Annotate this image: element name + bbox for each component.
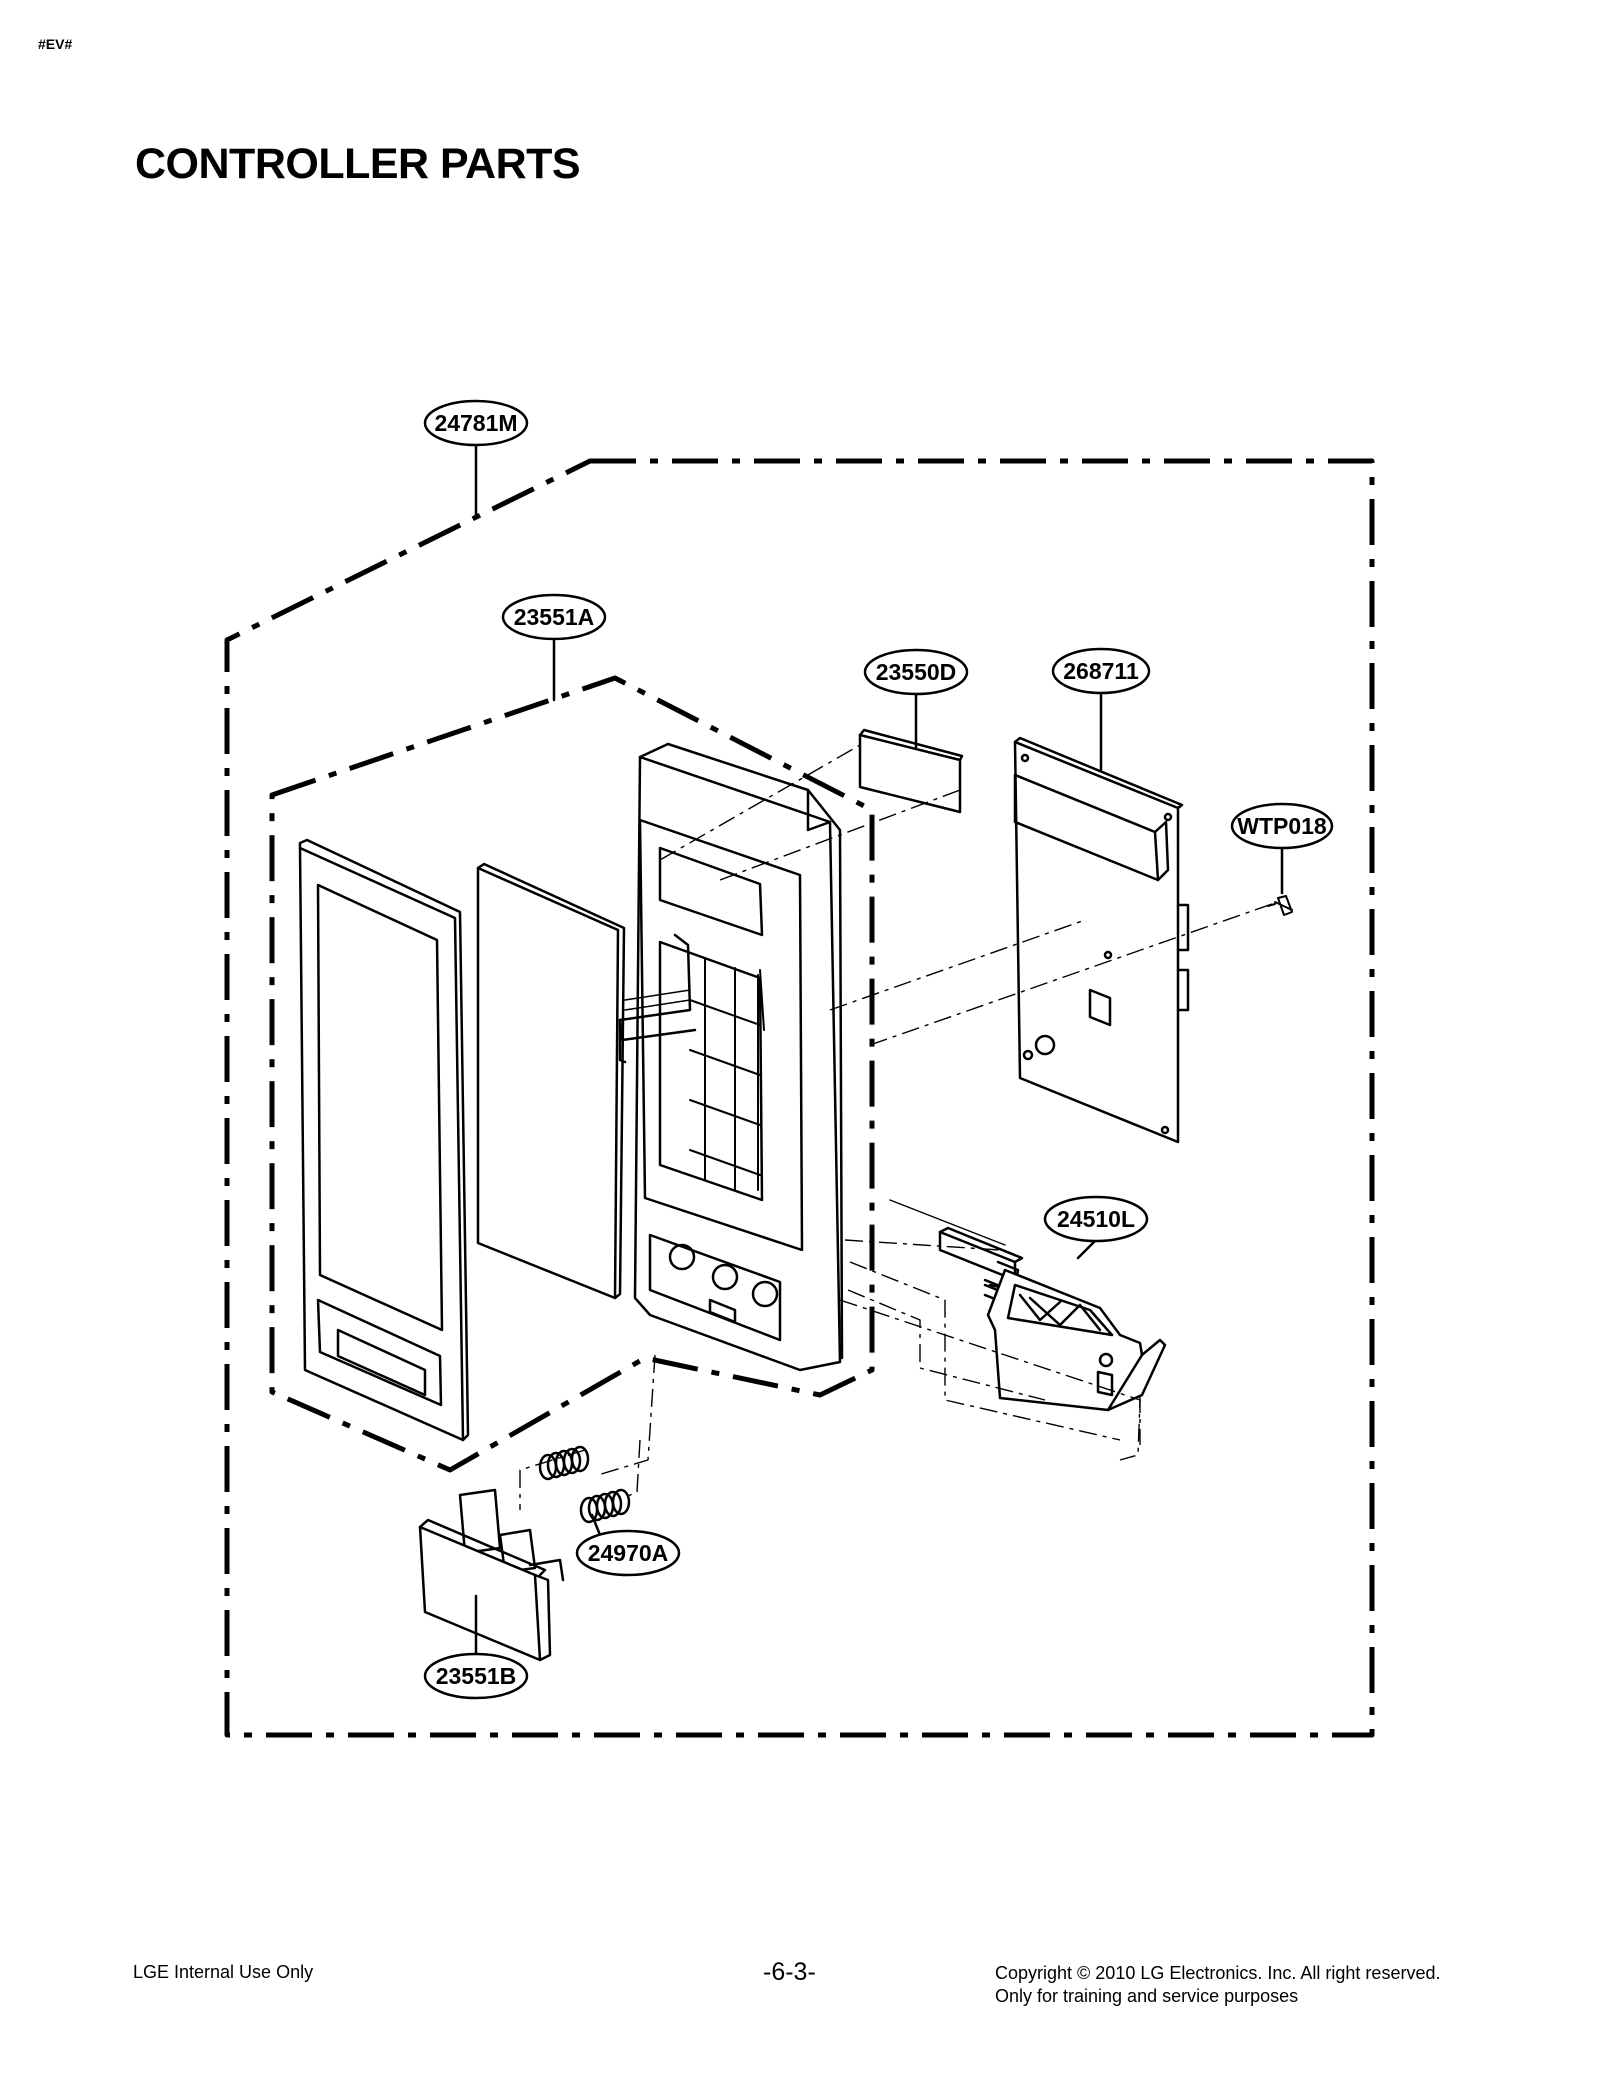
part-label-sheet: 23550D bbox=[876, 659, 957, 685]
part-label-door-frame: 23551A bbox=[514, 604, 595, 630]
footer-internal-use: LGE Internal Use Only bbox=[133, 1962, 314, 1982]
part-label-assembly: 24781M bbox=[434, 410, 517, 436]
door-plate-shape bbox=[298, 838, 470, 1442]
thin-sheet-shape bbox=[858, 728, 964, 814]
latch-lever-shape bbox=[938, 1226, 1167, 1412]
part-label-spring: 24970A bbox=[588, 1540, 669, 1566]
part-label-pcb: 268711 bbox=[1063, 658, 1139, 684]
leader-lines bbox=[474, 444, 1284, 1657]
pcb-shape bbox=[1013, 736, 1190, 1144]
part-label-push-button: 23551B bbox=[436, 1663, 517, 1689]
page-title: CONTROLLER PARTS bbox=[135, 140, 581, 188]
control-panel-shape bbox=[618, 742, 844, 1372]
push-button-shape bbox=[418, 1488, 565, 1662]
springs-shape bbox=[538, 1445, 631, 1524]
footer-copyright: Copyright © 2010 LG Electronics. Inc. Al… bbox=[995, 1963, 1441, 1983]
door-frame-boundary bbox=[269, 675, 875, 1473]
assembly-boundary bbox=[224, 458, 1375, 1738]
part-label-screw: WTP018 bbox=[1237, 813, 1327, 839]
footer-copyright-block: Copyright © 2010 LG Electronics. Inc. Al… bbox=[995, 1962, 1440, 2008]
part-label-latch-lever: 24510L bbox=[1057, 1206, 1135, 1232]
document-code: #EV# bbox=[38, 36, 73, 52]
label-bubbles bbox=[423, 399, 1334, 1700]
guide-lines bbox=[519, 744, 1273, 1510]
footer-purpose: Only for training and service purposes bbox=[995, 1986, 1299, 2006]
footer-page-number: -6-3- bbox=[763, 1958, 816, 1986]
screw-shape bbox=[1267, 895, 1293, 916]
window-sheet-shape bbox=[476, 862, 626, 1300]
